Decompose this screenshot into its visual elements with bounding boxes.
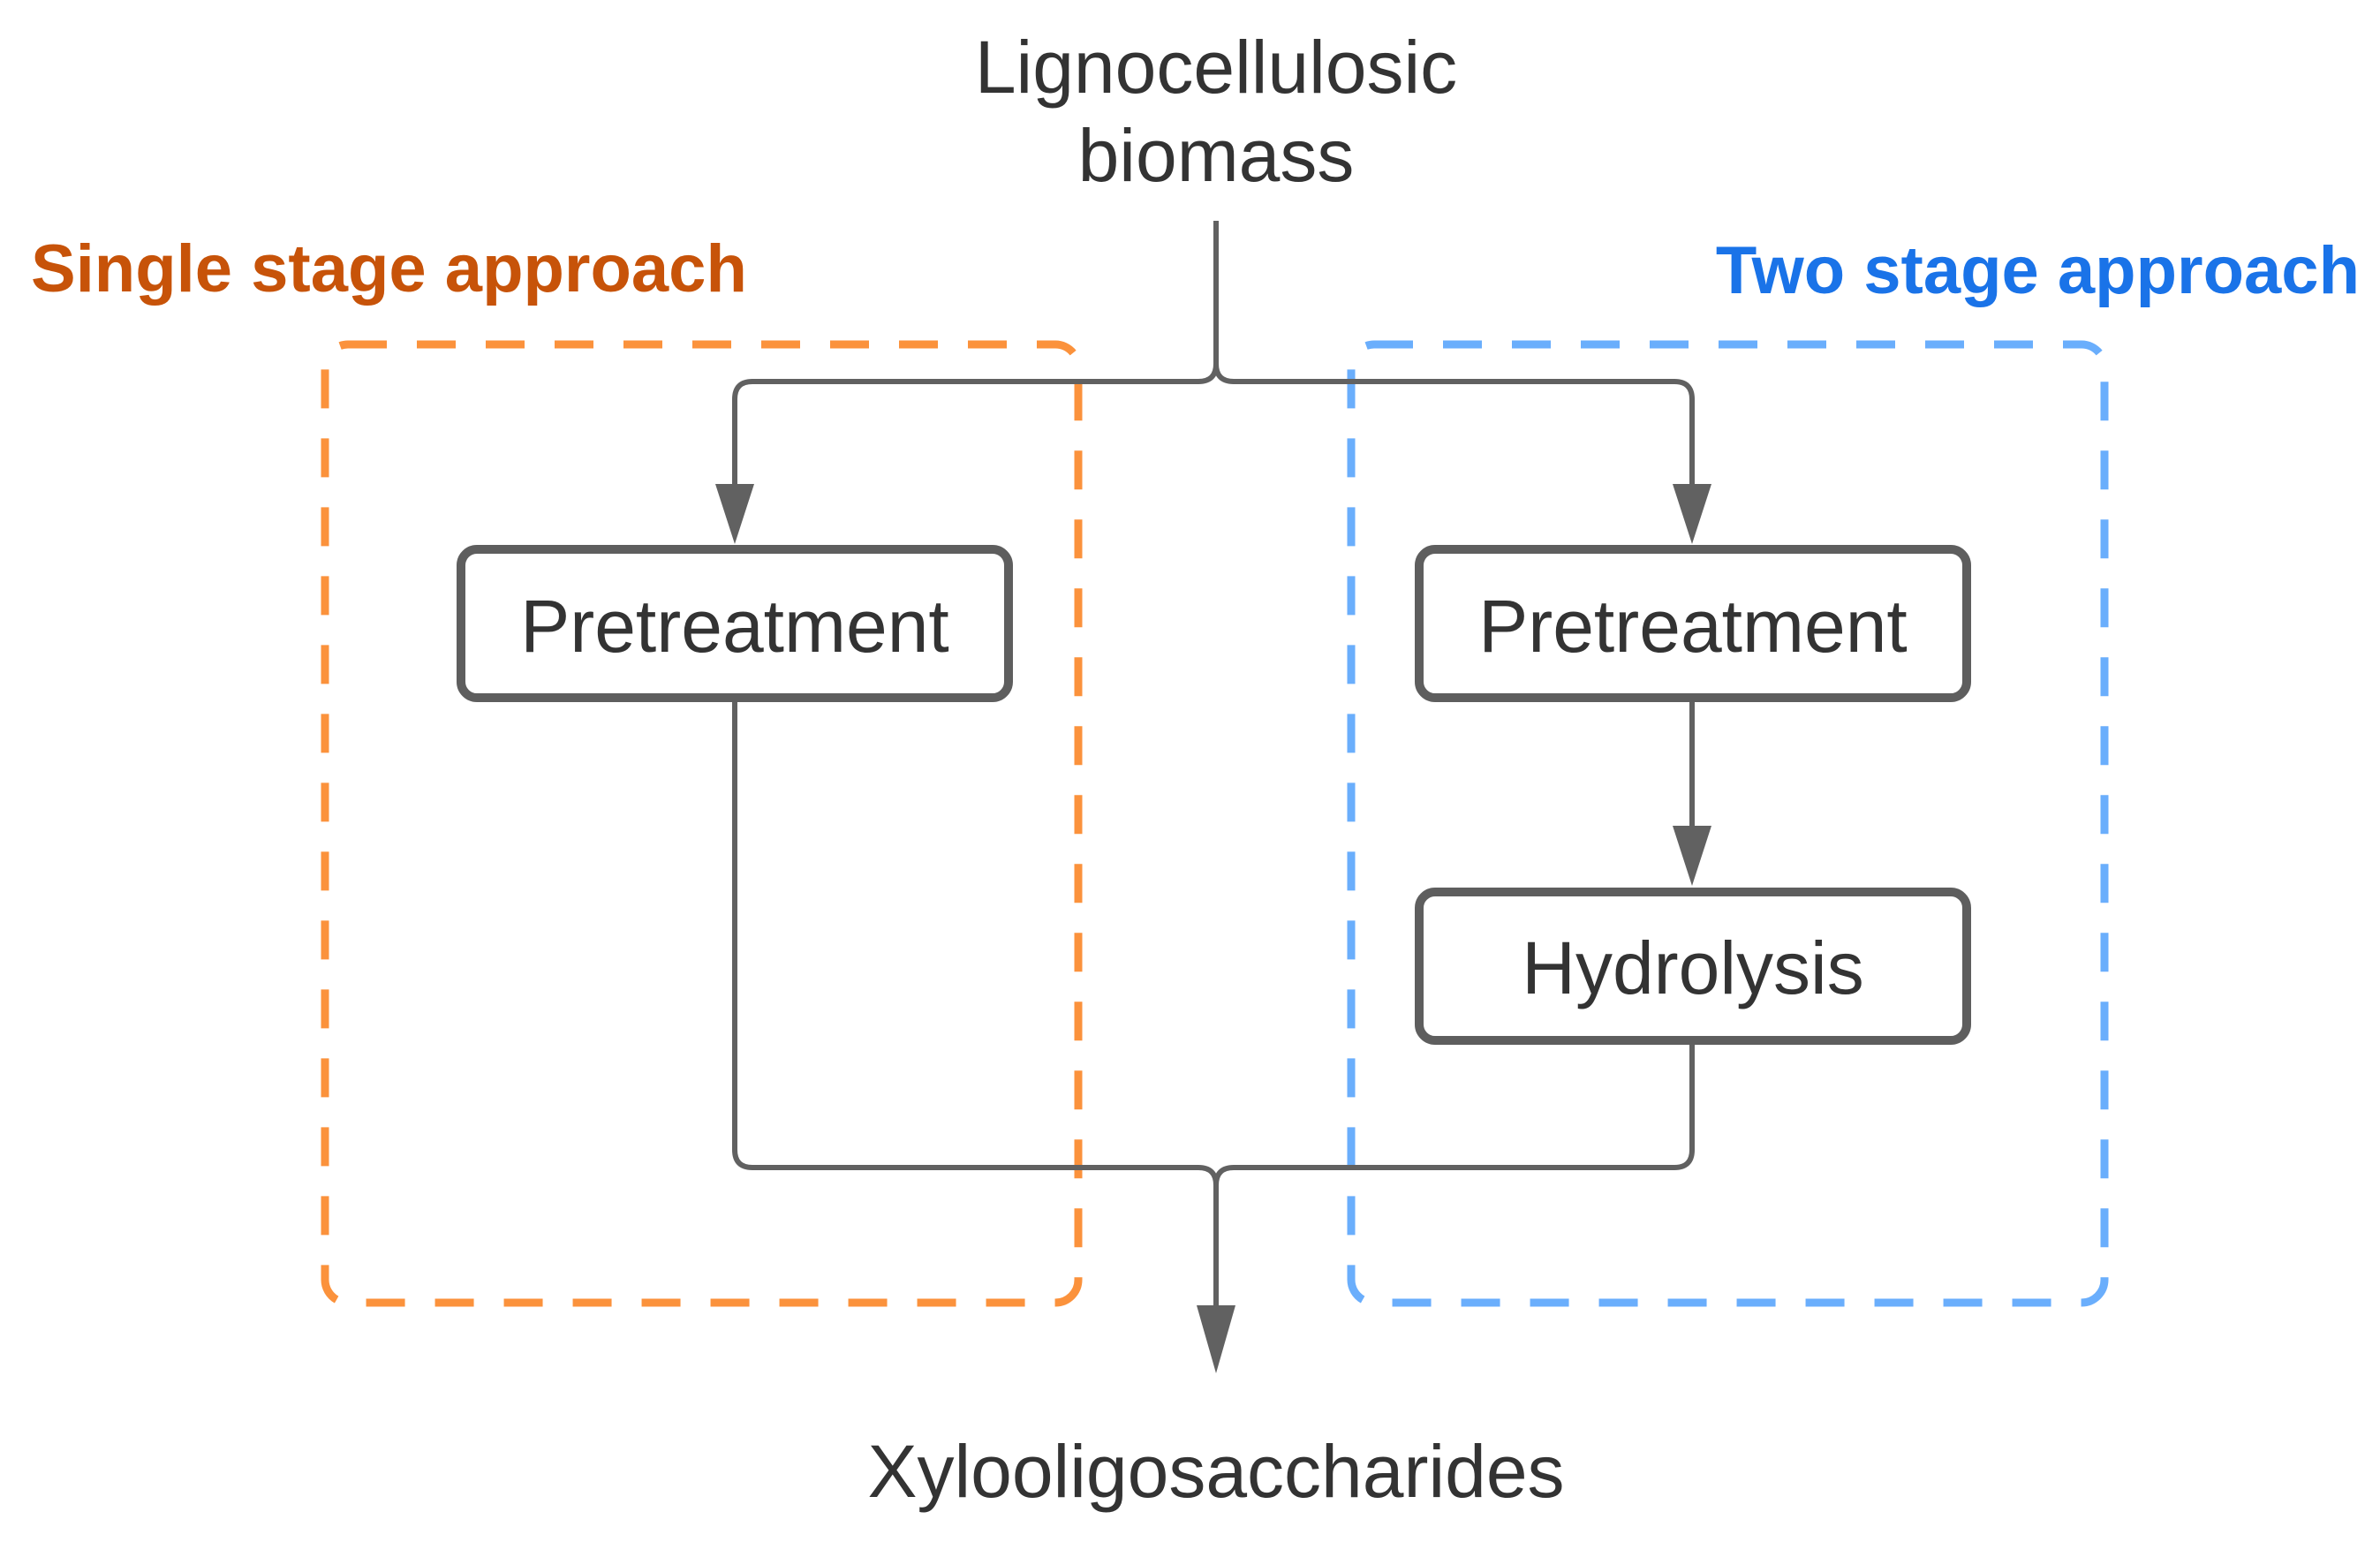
arrowhead-to-pretreatment-right	[1673, 484, 1711, 544]
arrowhead-to-pretreatment-left	[715, 484, 754, 544]
single-stage-pretreatment-box	[457, 545, 1013, 702]
single-stage-group-box	[321, 340, 1083, 1307]
single-stage-label: Single stage approach	[31, 231, 747, 306]
split-connector-right	[1213, 363, 1695, 490]
split-connector-left	[732, 221, 1219, 490]
source-title-line-2: biomass	[1078, 114, 1355, 197]
two-stage-hydrolysis-label: Hydrolysis	[1522, 926, 1863, 1009]
two-stage-label: Two stage approach	[1716, 233, 2360, 308]
product-label: Xylooligosaccharides	[867, 1430, 1564, 1513]
arrowhead-to-product	[1197, 1305, 1235, 1373]
merge-connector-left	[732, 699, 1219, 1311]
two-stage-pretreatment-label: Pretreatment	[1478, 585, 1908, 668]
single-stage-pretreatment-label: Pretreatment	[520, 585, 949, 668]
arrowhead-to-hydrolysis	[1673, 826, 1711, 886]
two-stage-hydrolysis-box	[1415, 888, 1971, 1045]
source-title-line-1: Lignocellulosic	[975, 26, 1457, 109]
merge-connector-right	[1213, 1042, 1695, 1186]
two-stage-group-box	[1347, 340, 2109, 1307]
two-stage-pretreatment-box	[1415, 545, 1971, 702]
